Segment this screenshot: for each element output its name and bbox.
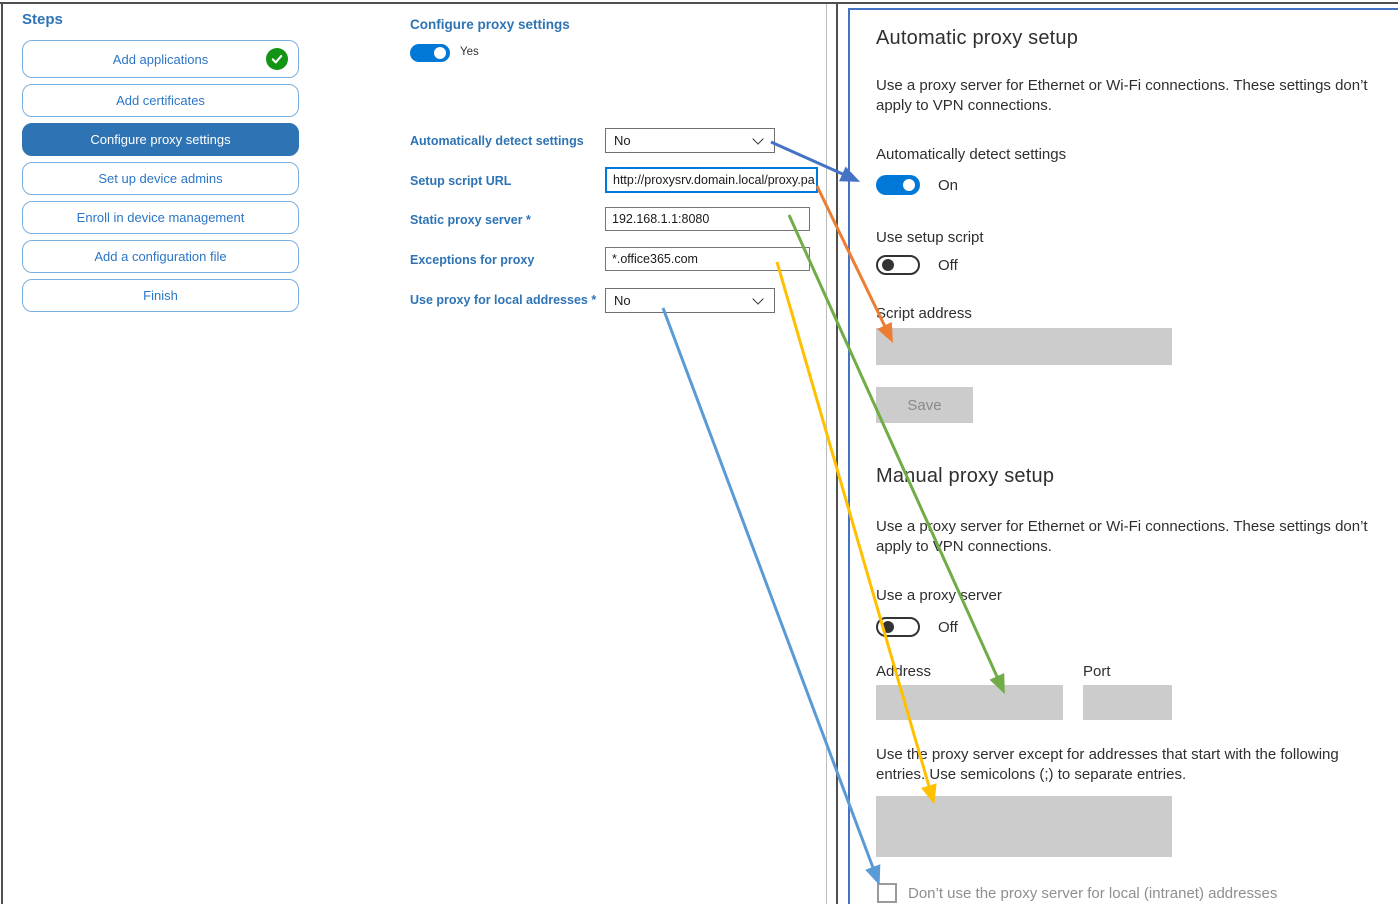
save-button[interactable]: Save — [876, 387, 973, 423]
step-label: Add a configuration file — [94, 249, 227, 264]
sidebar-item-finish[interactable]: Finish — [22, 279, 299, 312]
use-proxy-local-select[interactable]: No — [605, 288, 775, 313]
detect-settings-state: On — [938, 177, 959, 194]
automatic-proxy-heading: Automatic proxy setup — [876, 27, 1079, 49]
sidebar-item-add-a-configuration-file[interactable]: Add a configuration file — [22, 240, 299, 273]
step-label: Enroll in device management — [76, 210, 245, 225]
page-title: Configure proxy settings — [410, 17, 570, 32]
chevron-down-icon — [752, 293, 764, 305]
step-label: Add applications — [112, 51, 209, 67]
script-address-input[interactable] — [876, 328, 1172, 365]
manual-proxy-heading: Manual proxy setup — [876, 465, 1055, 487]
auto-detect-select[interactable]: No — [605, 128, 775, 153]
step-complete-check-icon — [266, 48, 288, 70]
sidebar-item-add-applications[interactable]: Add applications — [22, 40, 299, 78]
static-proxy-server-label: Static proxy server * — [410, 213, 531, 227]
use-proxy-server-toggle[interactable] — [876, 617, 920, 637]
port-label: Port — [1083, 663, 1111, 680]
window-left-border — [1, 2, 3, 904]
detect-settings-label: Automatically detect settings — [876, 146, 1067, 163]
sidebar-item-add-certificates[interactable]: Add certificates — [22, 84, 299, 117]
use-setup-script-toggle[interactable] — [876, 255, 920, 275]
step-label: Set up device admins — [98, 171, 223, 186]
windows-proxy-settings-panel: Automatic proxy setup Use a proxy server… — [848, 8, 1398, 904]
sidebar-item-enroll-in-device-management[interactable]: Enroll in device management — [22, 201, 299, 234]
proxy-exceptions-label: Exceptions for proxy — [410, 253, 535, 267]
detect-settings-toggle[interactable] — [876, 175, 920, 195]
address-input[interactable] — [876, 685, 1063, 720]
script-address-label: Script address — [876, 305, 972, 322]
setup-script-url-input[interactable]: http://proxysrv.domain.local/proxy.pa — [605, 167, 818, 193]
manual-proxy-description: Use a proxy server for Ethernet or Wi-Fi… — [876, 518, 1368, 555]
sidebar-item-configure-proxy-settings[interactable]: Configure proxy settings — [22, 123, 299, 156]
use-proxy-local-value: No — [614, 293, 631, 308]
exceptions-textarea[interactable] — [876, 796, 1172, 857]
proxy-exceptions-value: *.office365.com — [612, 252, 698, 266]
local-addresses-mapping-arrow — [661, 307, 881, 886]
sidebar-item-set-up-device-admins[interactable]: Set up device admins — [22, 162, 299, 195]
static-proxy-server-input[interactable]: 192.168.1.1:8080 — [605, 207, 810, 231]
proxy-exceptions-input[interactable]: *.office365.com — [605, 247, 810, 271]
use-proxy-server-state: Off — [938, 619, 958, 636]
setup-script-url-label: Setup script URL — [410, 174, 512, 188]
auto-detect-value: No — [614, 133, 631, 148]
exceptions-note: Use the proxy server except for addresse… — [876, 746, 1339, 783]
intranet-bypass-checkbox[interactable] — [877, 883, 897, 903]
port-input[interactable] — [1083, 685, 1172, 720]
address-label: Address — [876, 663, 932, 680]
use-proxy-local-label: Use proxy for local addresses * — [410, 293, 597, 307]
configure-proxy-enabled-toggle[interactable] — [410, 44, 450, 62]
step-label: Finish — [143, 288, 178, 303]
step-label: Configure proxy settings — [90, 132, 231, 147]
window-top-border — [0, 2, 1398, 4]
steps-sidebar: Add applications Add certificates Config… — [22, 40, 299, 312]
intranet-bypass-label: Don’t use the proxy server for local (in… — [908, 885, 1278, 902]
automatic-proxy-description: Use a proxy server for Ethernet or Wi-Fi… — [876, 77, 1368, 114]
steps-title: Steps — [22, 11, 63, 28]
chevron-down-icon — [752, 133, 764, 145]
pane-divider — [836, 4, 838, 904]
step-label: Add certificates — [116, 93, 205, 108]
use-setup-script-state: Off — [938, 257, 958, 274]
use-proxy-server-label: Use a proxy server — [876, 587, 1002, 604]
setup-script-url-value: http://proxysrv.domain.local/proxy.pa — [613, 173, 815, 187]
use-setup-script-label: Use setup script — [876, 229, 984, 246]
configure-proxy-enabled-state: Yes — [460, 46, 479, 58]
static-proxy-server-value: 192.168.1.1:8080 — [612, 212, 710, 226]
pane-divider-light — [826, 4, 827, 904]
auto-detect-label: Automatically detect settings — [410, 134, 584, 148]
